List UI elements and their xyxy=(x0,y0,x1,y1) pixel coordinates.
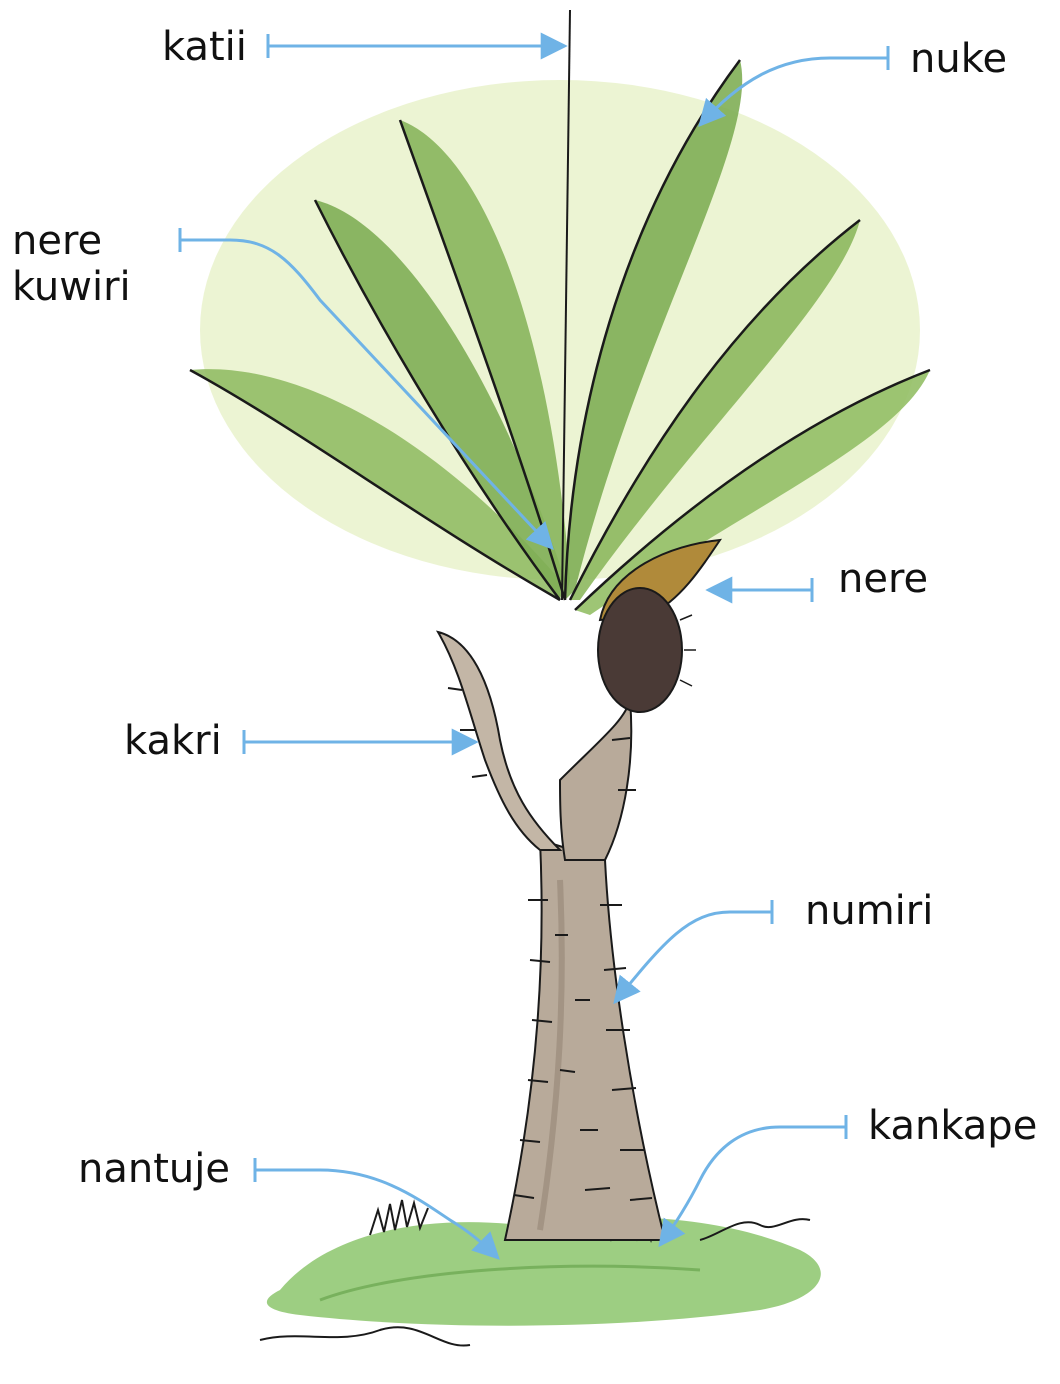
trunk-illustration xyxy=(505,840,665,1240)
leader-numiri xyxy=(615,912,772,1002)
label-nere: nere xyxy=(838,556,928,602)
label-numiri: numiri xyxy=(805,888,933,934)
label-katii: katii xyxy=(162,24,247,70)
leaves-illustration xyxy=(190,10,930,615)
label-kakri: kakri xyxy=(124,718,222,764)
label-nuke: nuke xyxy=(910,36,1007,82)
label-nere-kuwiri-line-2: kuwiri xyxy=(12,264,131,310)
label-nere-kuwiri-line-1: nere xyxy=(12,218,131,264)
label-nantuje: nantuje xyxy=(78,1146,230,1192)
label-nere-kuwiri: nere kuwiri xyxy=(12,218,131,310)
label-kankape: kankape xyxy=(868,1103,1037,1149)
